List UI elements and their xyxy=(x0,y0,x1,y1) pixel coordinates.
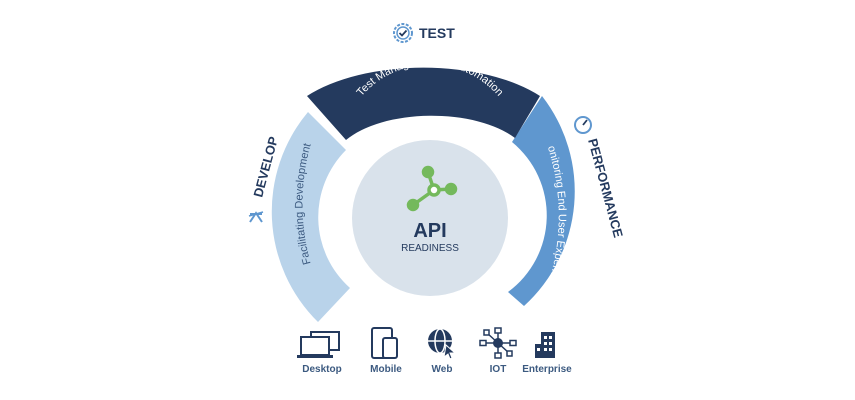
platform-enterprise: Enterprise xyxy=(507,322,587,375)
web-icon xyxy=(428,328,457,360)
platform-label: Mobile xyxy=(370,364,402,375)
platform-iot: IOT xyxy=(458,322,538,375)
test-arc-segment xyxy=(307,67,540,140)
platform-label: Enterprise xyxy=(522,364,572,375)
center-subtitle: READINESS xyxy=(401,243,459,254)
platform-mobile: Mobile xyxy=(346,322,426,375)
develop-arc-segment xyxy=(271,112,350,322)
performance-arc-segment xyxy=(508,96,575,306)
platform-label: Desktop xyxy=(302,364,342,375)
platform-label: IOT xyxy=(489,364,507,375)
speedometer-icon xyxy=(574,116,592,134)
desktop-icon xyxy=(297,331,340,358)
iot-icon xyxy=(479,327,517,359)
test-badge-icon xyxy=(393,23,413,43)
mobile-icon xyxy=(371,327,398,359)
code-brackets-icon xyxy=(248,211,264,223)
platform-label: Web xyxy=(431,364,453,375)
test-heading: TEST xyxy=(419,25,455,41)
platform-desktop: Desktop xyxy=(282,322,362,375)
enterprise-icon xyxy=(535,332,555,358)
performance-heading: PERFORMANCE xyxy=(585,137,626,240)
center-title: API xyxy=(413,220,446,242)
api-connection-icon xyxy=(406,165,458,212)
center-circle xyxy=(352,140,508,296)
platform-web: Web xyxy=(402,322,482,375)
